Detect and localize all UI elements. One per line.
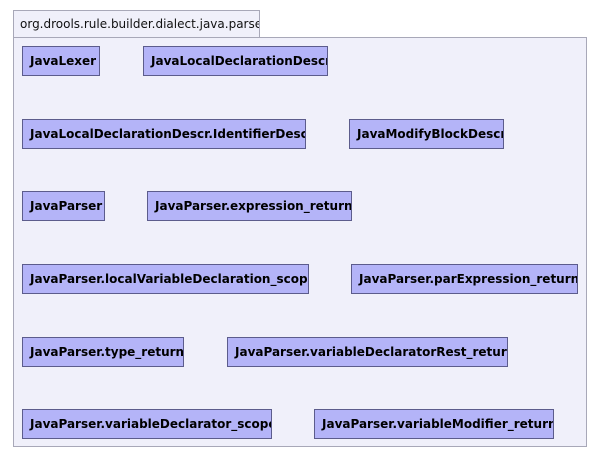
package-name-tab: org.drools.rule.builder.dialect.java.par… [13,10,260,37]
class-java-parser-variable-declarator-scope[interactable]: JavaParser.variableDeclarator_scope [22,409,272,439]
class-java-parser[interactable]: JavaParser [22,191,105,221]
class-java-parser-type-return[interactable]: JavaParser.type_return [22,337,184,367]
class-java-parser-par-expression-return[interactable]: JavaParser.parExpression_return [351,264,578,294]
class-java-parser-variable-modifier-return[interactable]: JavaParser.variableModifier_return [314,409,554,439]
package-container [13,37,587,447]
class-java-local-declaration-descr[interactable]: JavaLocalDeclarationDescr [143,46,328,76]
class-java-lexer[interactable]: JavaLexer [22,46,100,76]
class-java-modify-block-descr[interactable]: JavaModifyBlockDescr [349,119,504,149]
class-java-local-declaration-descr-identifier-descr[interactable]: JavaLocalDeclarationDescr.IdentifierDesc… [22,119,306,149]
class-java-parser-expression-return[interactable]: JavaParser.expression_return [147,191,352,221]
class-java-parser-variable-declarator-rest-return[interactable]: JavaParser.variableDeclaratorRest_return [227,337,508,367]
class-java-parser-local-variable-declaration-scope[interactable]: JavaParser.localVariableDeclaration_scop… [22,264,309,294]
